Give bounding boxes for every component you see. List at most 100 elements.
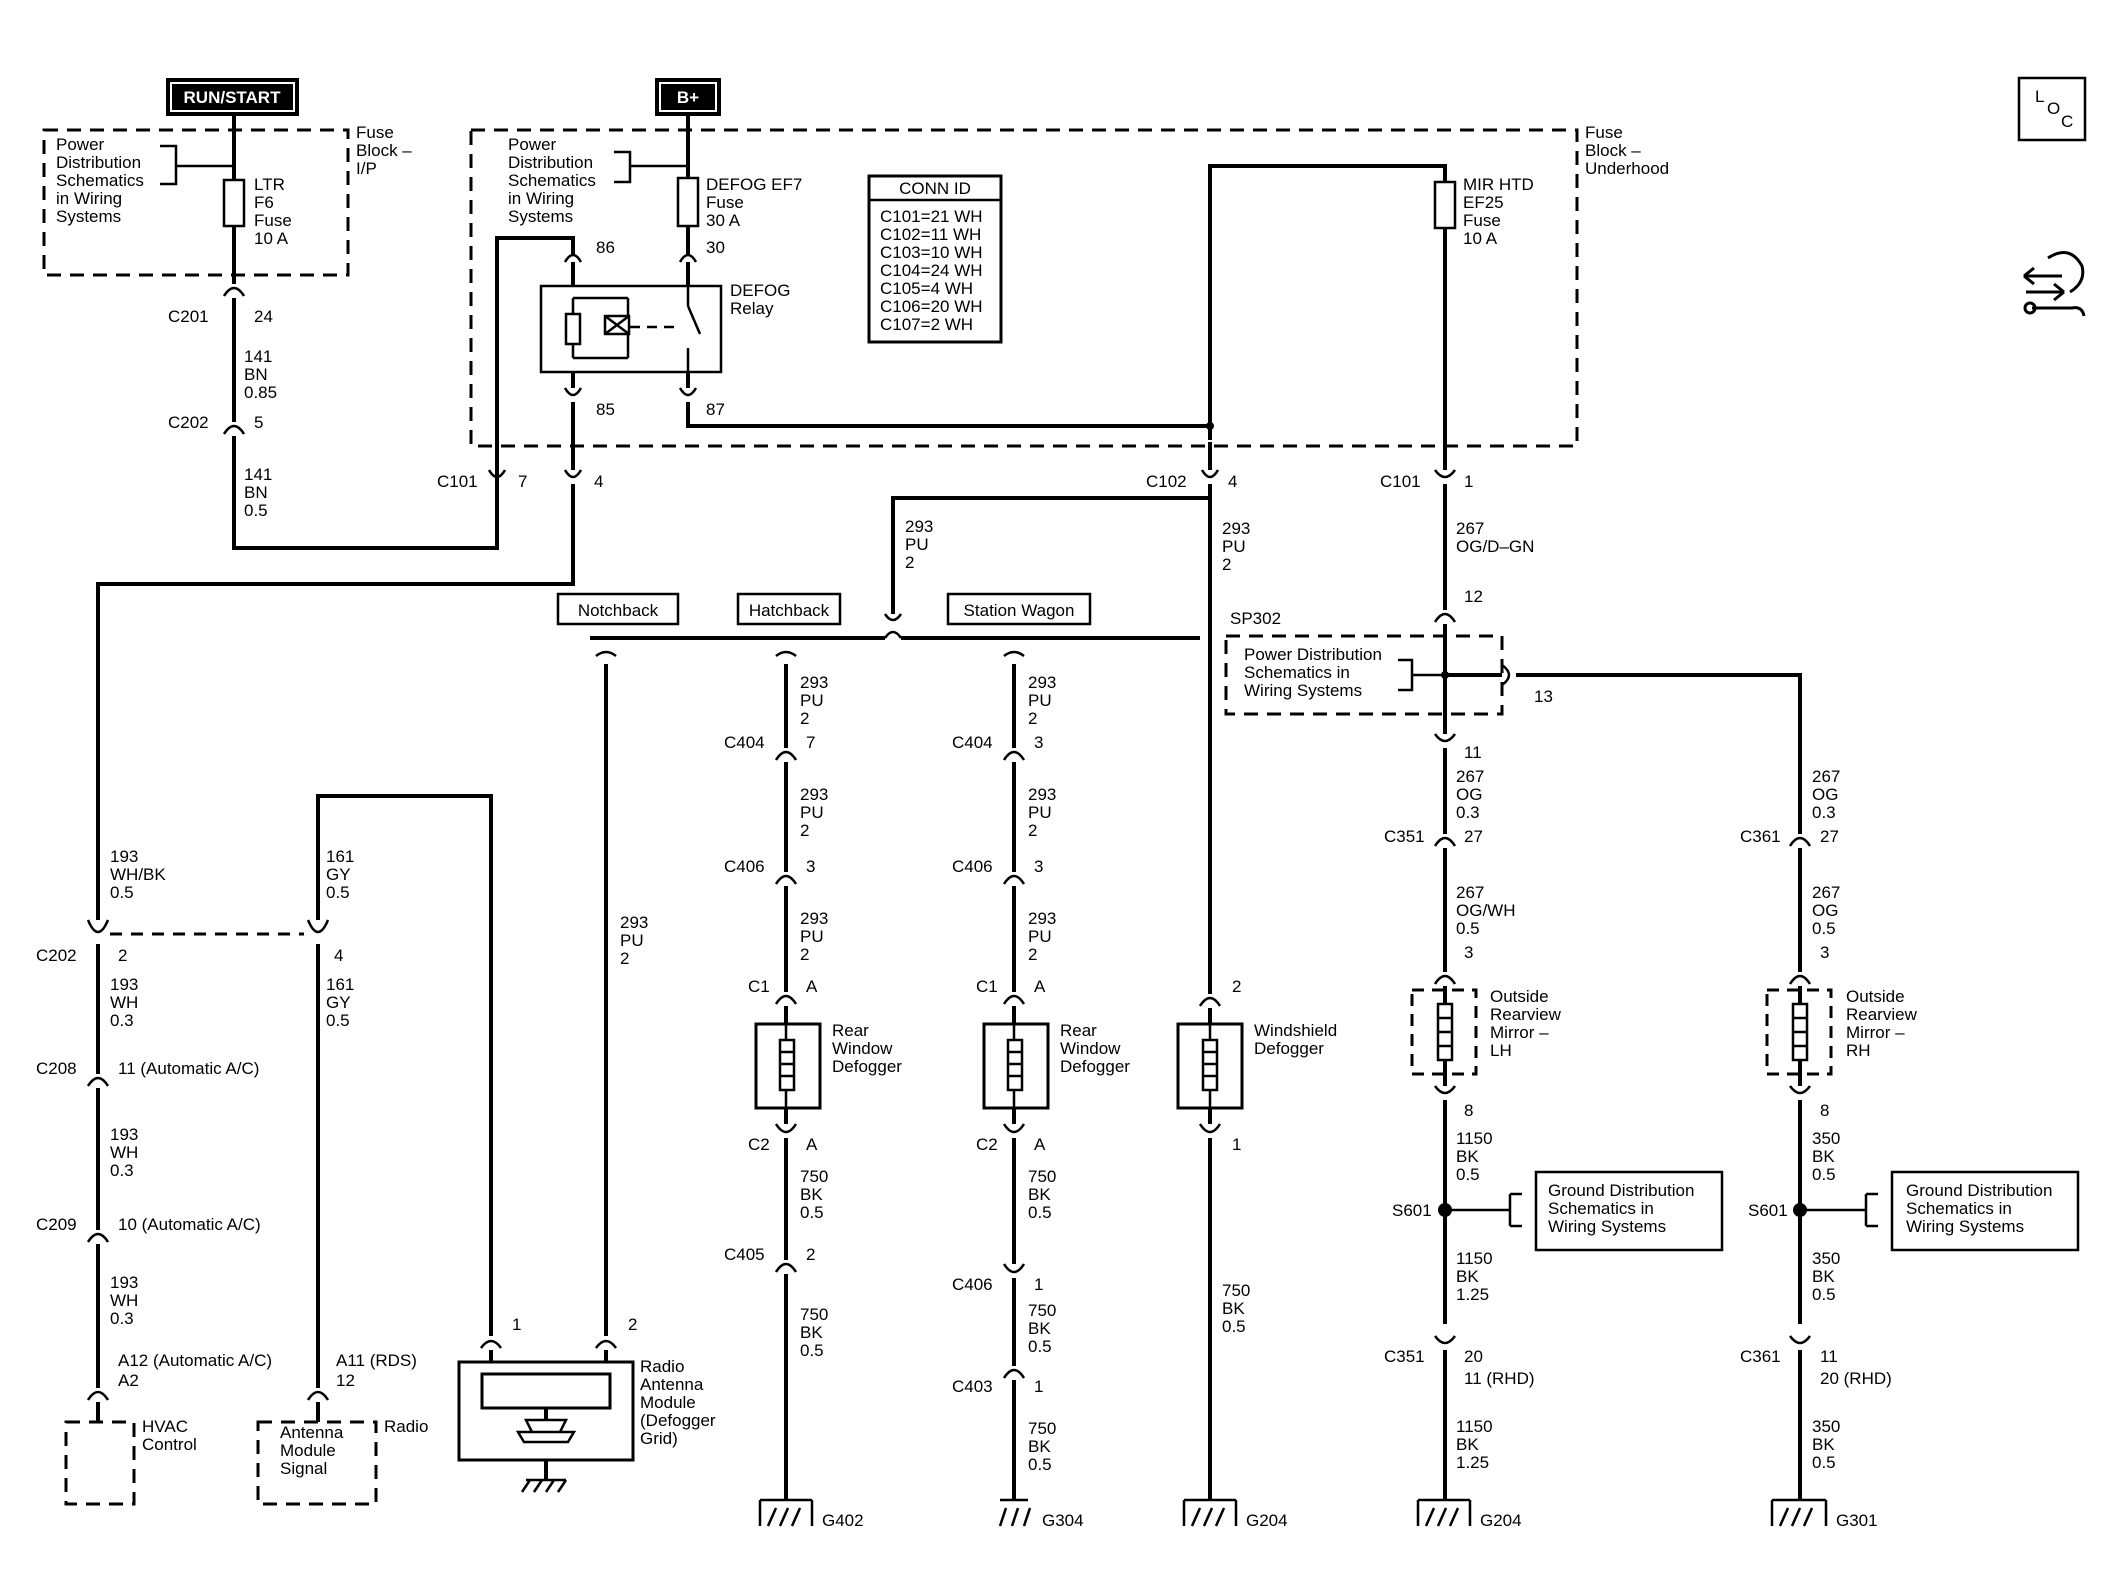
s601-lh-label: S601 (1392, 1201, 1432, 1220)
hatch-c404-label: C404 (724, 733, 765, 752)
ground-g204-symbol (1182, 1498, 1238, 1527)
wagon-wire-3: 293 PU 2 (1028, 909, 1061, 964)
connector-c208 (86, 1076, 110, 1087)
fuse-block-ip-label: Fuse Block – I/P (356, 123, 416, 178)
svg-text:C101=21 WH C102=11 WH: C101=21 WH C102=11 WH C103=10 WH C104=24… (880, 207, 987, 334)
connector-c101-right (1433, 469, 1457, 479)
mirror-lh-pin-3: 3 (1464, 943, 1473, 962)
wagon-c404-label: C404 (952, 733, 993, 752)
defog-relay-label: DEFOG Relay (730, 281, 795, 318)
conn-id-table: CONN ID C101=21 WH C102=11 WH C103=10 WH… (867, 174, 1003, 344)
c361-label: C361 (1740, 827, 1781, 846)
mirror-rh-pin-3: 3 (1820, 943, 1829, 962)
c201-label: C201 (168, 307, 209, 326)
c101-pin-4: 4 (594, 472, 603, 491)
sp302-pin-13: 13 (1534, 687, 1553, 706)
connector-c405-hatch (774, 1262, 798, 1273)
mirror-lh-wire-4: 1150 BK 0.5 (1456, 1129, 1497, 1184)
connector-c102 (1200, 469, 1220, 479)
c208-label: C208 (36, 1059, 77, 1078)
connector-c1-wagon (1002, 994, 1026, 1005)
defog-relay (539, 284, 723, 374)
mirror-rh-wire-1: 267 OG 0.3 (1812, 767, 1845, 822)
connector-c2-wagon (1002, 1123, 1026, 1134)
radio-antenna-module (457, 1360, 635, 1493)
c202-pin: 5 (254, 413, 263, 432)
c201-pin: 24 (254, 307, 273, 326)
wire-141-bn-05: 141 BN 0.5 (244, 465, 277, 520)
rear-window-defogger-wagon (982, 1022, 1050, 1110)
pds-label-2: Power Distribution Schematics in Wiring … (508, 135, 601, 226)
defog-fuse-label: DEFOG EF7 Fuse 30 A (706, 175, 807, 230)
connector-c361 (1788, 836, 1812, 847)
wagon-wire-1: 293 PU 2 (1028, 673, 1061, 728)
c351-lower-pins: 20 11 (RHD) (1464, 1347, 1535, 1388)
c209-label: C209 (36, 1215, 77, 1234)
windshield-wire: 293 PU 2 (1222, 519, 1255, 574)
connector-c202-top (222, 424, 246, 435)
wagon-c406b-pin: 1 (1034, 1275, 1043, 1294)
mirror-rh-wire-3: 350 BK 0.5 (1812, 1129, 1845, 1184)
ltr-fuse (222, 178, 246, 228)
station-wagon-tag: Station Wagon (946, 592, 1092, 626)
wagon-c1-label: C1 (976, 977, 998, 996)
wire-161-gy-b: 161 GY 0.5 (326, 975, 359, 1030)
connector-c2-hatch (774, 1123, 798, 1134)
connector-c1-hatch (774, 994, 798, 1005)
svg-text:Hatchback: Hatchback (749, 601, 830, 620)
c209-pin: 10 (Automatic A/C) (118, 1215, 261, 1234)
ground-g402: G402 (822, 1511, 864, 1530)
wire-193-wh-03-b: 193 WH 0.3 (110, 1125, 143, 1180)
radio-antenna-signal (256, 1420, 378, 1506)
svg-text:B+: B+ (677, 88, 699, 107)
connector-c209 (86, 1232, 110, 1243)
rear-window-defogger-hatch (754, 1022, 822, 1110)
connector-c406-wagon (1002, 874, 1026, 885)
c351-label: C351 (1384, 827, 1425, 846)
connector-c351 (1433, 836, 1457, 847)
ltr-fuse-label: LTR F6 Fuse 10 A (254, 175, 297, 248)
hatch-c1-pin: A (806, 977, 818, 996)
wire-161-gy-a: 161 GY 0.5 (326, 847, 359, 902)
hatch-c2-label: C2 (748, 1135, 770, 1154)
connector-c202-left (86, 919, 110, 934)
sp302-label: SP302 (1230, 609, 1281, 628)
hatch-c2-pin: A (806, 1135, 818, 1154)
connector-c201 (222, 286, 246, 297)
fuse-block-underhood (469, 128, 1579, 448)
hatch-wire-5: 750 BK 0.5 (800, 1305, 833, 1360)
connector-c361-lower (1788, 1335, 1812, 1345)
c202-lower-pin-2: 2 (118, 946, 127, 965)
ground-g304: G304 (1042, 1511, 1084, 1530)
hatch-wire-4: 750 BK 0.5 (800, 1167, 833, 1222)
ram-pin-2: 2 (628, 1315, 637, 1334)
c202-lower-label: C202 (36, 946, 77, 965)
hatch-wire-3: 293 PU 2 (800, 909, 833, 964)
mirror-rh-pin-8: 8 (1820, 1101, 1829, 1120)
svg-text:Notchback: Notchback (578, 601, 659, 620)
wire-193-wh-03-a: 193 WH 0.3 (110, 975, 143, 1030)
connector-c202-right (306, 919, 330, 934)
connector-c406-hatch (774, 874, 798, 885)
c361-lower-label: C361 (1740, 1347, 1781, 1366)
mirror-rh-wire-2: 267 OG 0.5 (1812, 883, 1845, 938)
wire-293-pu-2-top: 293 PU 2 (905, 517, 938, 572)
mirror-rh-wire-4: 350 BK 0.5 (1812, 1249, 1845, 1304)
wagon-c403-pin: 1 (1034, 1377, 1043, 1396)
notchback-tag: Notchback (556, 592, 680, 626)
ground-g301: G301 (1836, 1511, 1878, 1530)
windshield-defogger-label: Windshield Defogger (1254, 1021, 1342, 1058)
hatch-wire-2: 293 PU 2 (800, 785, 833, 840)
wagon-c406b-label: C406 (952, 1275, 993, 1294)
sp302-pds-label: Power Distribution Schematics in Wiring … (1244, 645, 1387, 700)
svg-text:RUN/START: RUN/START (184, 88, 282, 107)
hatchback-tag: Hatchback (736, 592, 842, 626)
svg-text:Station Wagon: Station Wagon (964, 601, 1075, 620)
c351-pin: 27 (1464, 827, 1483, 846)
hatch-wire-1: 293 PU 2 (800, 673, 833, 728)
pds-label-1: Power Distribution Schematics in Wiring … (56, 135, 149, 226)
arrows-wrench-icon (2023, 251, 2086, 317)
mirror-rh-label: Outside Rearview Mirror – RH (1846, 987, 1922, 1060)
hatch-c405-label: C405 (724, 1245, 765, 1264)
connector-c403-wagon (1002, 1368, 1026, 1379)
